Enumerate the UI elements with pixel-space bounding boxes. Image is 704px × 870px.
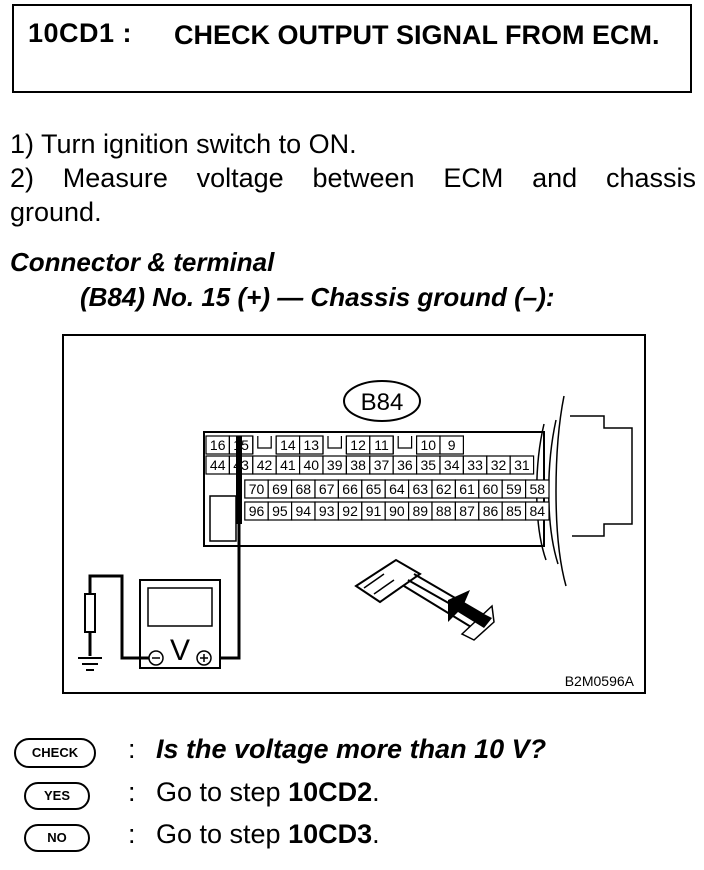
terminal-number: 85: [506, 503, 522, 519]
check-sep: :: [128, 734, 136, 764]
terminal-number: 69: [272, 481, 288, 497]
terminal-number: 13: [304, 437, 320, 453]
terminal-number: 91: [366, 503, 382, 519]
no-sep: :: [128, 819, 136, 849]
terminal-number: 88: [436, 503, 452, 519]
terminal-number: 68: [296, 481, 312, 497]
yes-text: Go to step: [156, 777, 289, 807]
no-result: Go to step 10CD3.: [156, 819, 380, 850]
terminal-number: 93: [319, 503, 335, 519]
figure-ref: B2M0596A: [565, 673, 635, 689]
terminal-number: 94: [296, 503, 312, 519]
terminal-number: 92: [342, 503, 358, 519]
terminal-number: 86: [483, 503, 499, 519]
terminal-number: 95: [272, 503, 288, 519]
terminal-number: 60: [483, 481, 499, 497]
terminal-row-4: 96 95 94 93 92 91 90 89 88 87 86 85 84: [244, 501, 550, 521]
terminal-number: 35: [421, 457, 437, 473]
wiring-diagram: B84 161514131211109 44434241403938373635…: [62, 334, 646, 694]
terminal-number: 58: [530, 481, 546, 497]
terminal-cell: [439, 435, 464, 455]
terminal-number: 38: [350, 457, 366, 473]
connector-heading: Connector & terminal: [10, 247, 275, 277]
terminal-number: 11: [374, 437, 389, 453]
step-header: 10CD1 : CHECK OUTPUT SIGNAL FROM ECM.: [12, 4, 692, 93]
terminal-number: 14: [280, 437, 296, 453]
terminal-row-2: 4443424140393837363534333231: [205, 455, 535, 475]
terminal-number: 63: [413, 481, 429, 497]
terminal-number: 9: [448, 437, 456, 453]
terminal-number: 10: [421, 437, 437, 453]
terminal-number: 64: [389, 481, 405, 497]
terminal-number: 61: [459, 481, 475, 497]
terminal-number: 59: [506, 481, 522, 497]
connector-label: B84: [361, 389, 404, 416]
check-badge: CHECK: [14, 738, 96, 768]
terminal-number: 31: [514, 457, 530, 473]
instruction-2-cont: ground.: [10, 197, 102, 227]
no-badge: NO: [24, 824, 90, 852]
check-question: Is the voltage more than 10 V?: [156, 734, 547, 764]
terminal-number: 89: [413, 503, 429, 519]
instruction-2: 2) Measure voltage between ECM and chass…: [10, 163, 696, 193]
terminal-number: 12: [350, 437, 366, 453]
yes-end: .: [372, 777, 380, 807]
terminal-number: 87: [459, 503, 475, 519]
terminal-number: 40: [304, 457, 320, 473]
yes-badge: YES: [24, 782, 90, 810]
terminal-number: 84: [530, 503, 546, 519]
terminal-cell: [509, 455, 535, 475]
terminal-number: 16: [210, 437, 226, 453]
yes-target: 10CD2: [288, 777, 373, 807]
terminal-number: 66: [342, 481, 358, 497]
step-code: 10CD1 :: [28, 18, 133, 48]
terminal-cell: [525, 501, 550, 521]
terminal-number: 62: [436, 481, 452, 497]
terminal-number: 96: [249, 503, 265, 519]
no-end: .: [372, 819, 380, 849]
terminal-number: 65: [366, 481, 382, 497]
terminal-number: 36: [397, 457, 413, 473]
terminal-cell: [525, 479, 550, 499]
yes-result: Go to step 10CD2.: [156, 777, 380, 808]
terminal-number: 44: [210, 457, 226, 473]
terminal-number: 90: [389, 503, 405, 519]
no-target: 10CD3: [288, 819, 373, 849]
terminal-number: 42: [257, 457, 273, 473]
terminal-row-3: 70 69 68 67 66 65 64 63 62 61 60 59 58: [244, 479, 550, 499]
no-text: Go to step: [156, 819, 289, 849]
terminal-number: 32: [491, 457, 507, 473]
connector-spec: (B84) No. 15 (+) — Chassis ground (–):: [80, 282, 555, 312]
terminal-number: 33: [467, 457, 483, 473]
terminal-number: 39: [327, 457, 343, 473]
terminal-number: 41: [280, 457, 296, 473]
terminal-number: 34: [444, 457, 460, 473]
terminal-number: 70: [249, 481, 265, 497]
yes-sep: :: [128, 777, 136, 807]
step-title: CHECK OUTPUT SIGNAL FROM ECM.: [174, 20, 660, 50]
meter-symbol: V: [170, 634, 190, 667]
terminal-number: 37: [374, 457, 390, 473]
terminal-number: 67: [319, 481, 335, 497]
instruction-1: 1) Turn ignition switch to ON.: [10, 129, 357, 159]
